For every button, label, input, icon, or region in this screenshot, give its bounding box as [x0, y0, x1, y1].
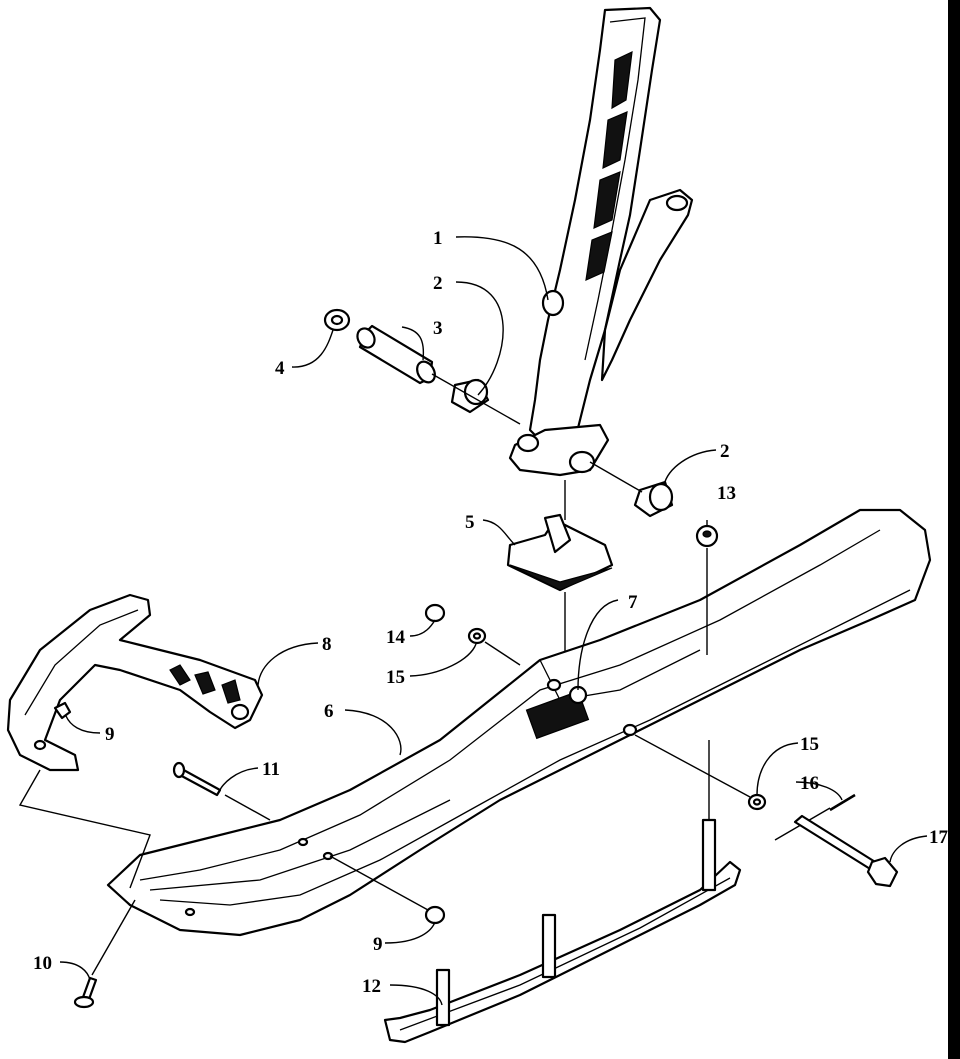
callout-labels: 1 2 3 4 2 13 5 7 14 15 8 6 9 11 15 16 17… — [33, 228, 949, 997]
bolt-11 — [172, 761, 222, 797]
ski-handle-loop — [6, 593, 264, 772]
right-edge-bar — [948, 0, 960, 1059]
callout-3: 3 — [433, 318, 443, 339]
spindle — [508, 6, 694, 477]
callout-17: 17 — [929, 827, 949, 848]
screw-10 — [73, 976, 98, 1009]
callout-4: 4 — [275, 358, 285, 379]
callout-15-upper: 15 — [386, 667, 405, 688]
callout-5: 5 — [465, 512, 475, 533]
callout-12: 12 — [362, 976, 381, 997]
callout-1: 1 — [433, 228, 443, 249]
nut-13 — [695, 524, 719, 548]
callout-16: 16 — [800, 773, 819, 794]
callout-10: 10 — [33, 953, 52, 974]
cotter-pin-16 — [829, 793, 856, 812]
ski-body — [106, 508, 932, 937]
callout-14: 14 — [386, 627, 406, 648]
nut-14 — [424, 603, 446, 623]
wear-bar — [383, 818, 742, 1044]
washer-15-lower — [747, 793, 767, 811]
callout-2-upper: 2 — [433, 273, 443, 294]
callout-7: 7 — [628, 592, 638, 613]
sleeve-3 — [356, 324, 436, 385]
bolt-17 — [793, 814, 899, 888]
nut-9-rear — [424, 905, 446, 925]
callout-9-rear: 9 — [373, 934, 383, 955]
callout-2-lower: 2 — [720, 441, 730, 462]
bushing-4 — [323, 308, 351, 332]
callout-15-lower: 15 — [800, 734, 819, 755]
washer-15-upper — [467, 627, 487, 645]
callout-6: 6 — [324, 701, 334, 722]
bushing-2-lower — [633, 480, 674, 518]
callout-9-front: 9 — [105, 724, 115, 745]
callout-8: 8 — [322, 634, 332, 655]
callout-13: 13 — [717, 483, 736, 504]
leader-lines — [59, 236, 928, 1006]
wear-block — [506, 513, 614, 592]
callout-11: 11 — [262, 759, 280, 780]
nut-9-front — [53, 701, 72, 720]
